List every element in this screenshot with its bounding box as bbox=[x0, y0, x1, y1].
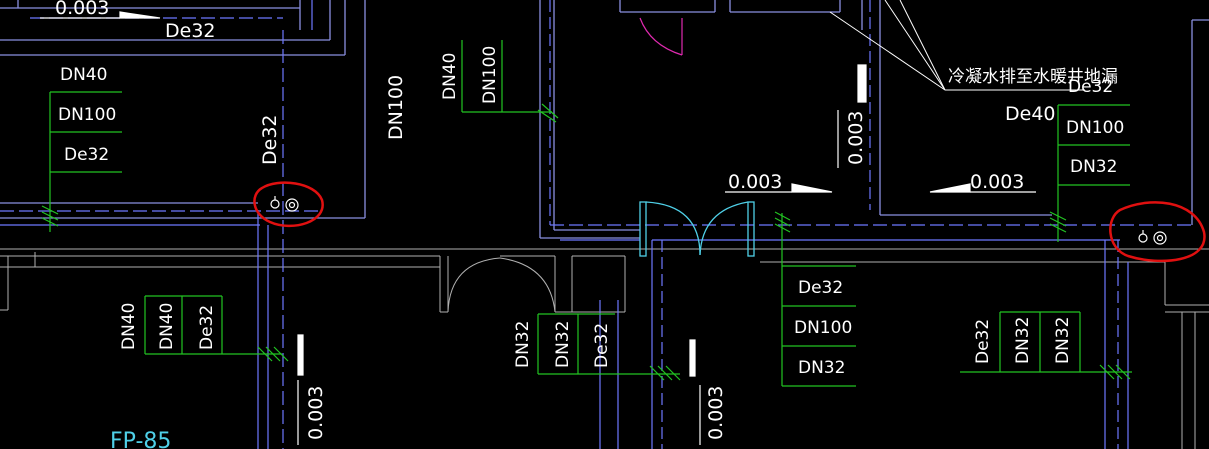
label-de32-bc: De32 bbox=[798, 278, 843, 298]
annotation-text: 冷凝水排至水暖井地漏 bbox=[948, 67, 1118, 87]
label-dn32-bc: DN32 bbox=[798, 358, 845, 378]
label-dn100-vertical: DN100 bbox=[385, 75, 407, 140]
label-dn100-right: DN100 bbox=[1066, 118, 1124, 138]
label-dn40-top: DN40 bbox=[60, 65, 107, 85]
label-dn100-bc: DN100 bbox=[794, 318, 852, 338]
label-dn100-left: DN100 bbox=[58, 105, 116, 125]
red-markup bbox=[253, 181, 1206, 263]
label-de32-left: De32 bbox=[64, 145, 109, 165]
slope-label-vertical-lower-mid: 0.003 bbox=[705, 386, 727, 440]
label-dn32-bm1: DN32 bbox=[513, 321, 533, 368]
label-dn40-bl2: DN40 bbox=[157, 303, 177, 350]
label-dn40-bl1: DN40 bbox=[119, 303, 139, 350]
room-tag: FP-85 bbox=[110, 429, 171, 449]
label-de32-bl: De32 bbox=[197, 305, 217, 350]
walls bbox=[0, 0, 1209, 239]
slope-label-vertical-lower-left: 0.003 bbox=[305, 386, 327, 440]
drain-symbols bbox=[270, 196, 1167, 245]
label-dn100-vertical-2: DN100 bbox=[480, 46, 500, 104]
slope-arrows bbox=[40, 11, 1036, 445]
label-de32-vertical: De32 bbox=[259, 115, 281, 166]
slope-label-mid-right: 0.003 bbox=[970, 171, 1024, 193]
label-dn32-right: DN32 bbox=[1070, 157, 1117, 177]
structure-lines bbox=[0, 248, 1209, 449]
door-grey bbox=[447, 257, 556, 313]
door-magenta bbox=[639, 17, 683, 56]
slope-label-mid-left: 0.003 bbox=[728, 171, 782, 193]
slope-label-vertical-upper: 0.003 bbox=[845, 111, 867, 165]
text-labels: 0.003 De32 DN40 DN100 De32 De32 DN100 DN… bbox=[55, 0, 1124, 449]
label-dn32-br2: DN32 bbox=[1053, 317, 1073, 364]
leader-lines bbox=[41, 40, 1132, 387]
label-dn32-bm2: DN32 bbox=[553, 321, 573, 368]
label-dn32-br1: DN32 bbox=[1013, 317, 1033, 364]
label-de32-top: De32 bbox=[165, 20, 216, 42]
label-de32-br: De32 bbox=[973, 319, 993, 364]
slope-label-top-left: 0.003 bbox=[55, 0, 109, 19]
label-de32-bm: De32 bbox=[592, 323, 612, 368]
annotation-leader bbox=[829, 0, 1085, 91]
label-de32-right-top: De32 bbox=[1068, 77, 1113, 97]
doors bbox=[639, 201, 755, 257]
label-de40-right: De40 bbox=[1005, 103, 1056, 125]
label-dn40-vertical: DN40 bbox=[440, 53, 460, 100]
